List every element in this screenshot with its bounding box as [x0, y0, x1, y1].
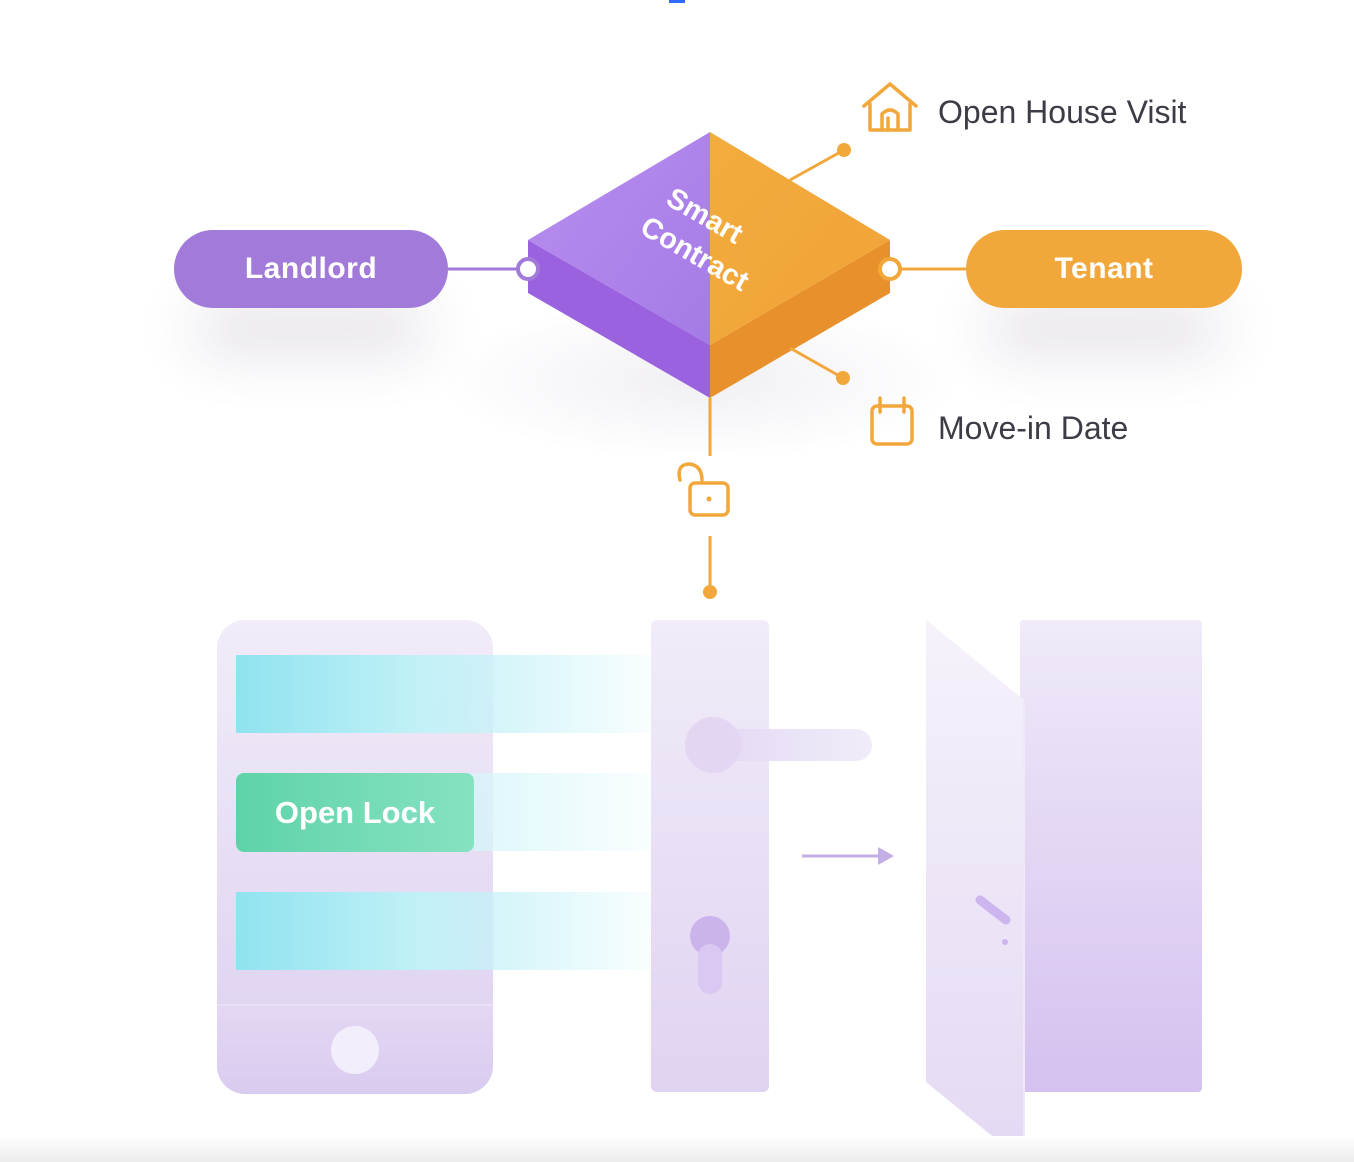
unlocked-padlock-icon — [677, 462, 730, 517]
open-lock-button[interactable]: Open Lock — [236, 773, 474, 852]
landlord-node: Landlord — [174, 230, 448, 308]
bottom-edge — [0, 1136, 1354, 1162]
open-house-connector — [789, 148, 845, 182]
move-in-connector — [789, 346, 844, 380]
signal-beam-bottom — [236, 892, 656, 970]
door-handle-open — [975, 895, 1011, 925]
house-icon — [862, 82, 918, 132]
calendar-icon — [870, 396, 914, 446]
door-panel — [926, 620, 1024, 1162]
keyhole-icon — [690, 916, 730, 994]
smart-contract-block — [516, 132, 902, 398]
arrow-right-icon — [802, 847, 894, 865]
move-in-date-label: Move-in Date — [938, 410, 1129, 446]
open-house-visit-label: Open House Visit — [938, 94, 1187, 130]
door-handle-knob — [685, 717, 741, 773]
signal-beam-top — [236, 655, 656, 733]
top-indicator — [669, 0, 685, 3]
phone-home-button — [331, 1026, 379, 1074]
door-frame — [1020, 620, 1202, 1092]
tenant-node: Tenant — [966, 230, 1242, 308]
lock-plate — [651, 620, 769, 1092]
